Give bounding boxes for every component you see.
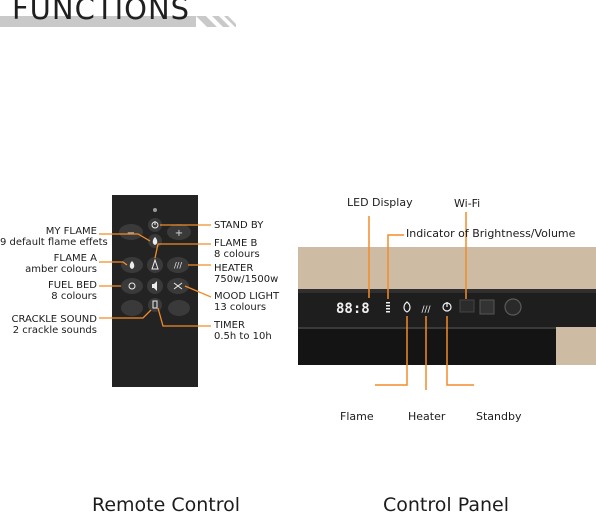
title-stripes [0,16,236,27]
label-mood-light: MOOD LIGHT 13 colours [214,291,279,313]
label-crackle-sound-name: CRACKLE SOUND [11,314,97,325]
panel-speaker [504,298,522,316]
svg-text:///: /// [174,261,182,270]
section-title-bar: FUNCTIONS [0,0,236,28]
label-heater-name: HEATER [214,263,254,274]
label-heater-detail: 750w/1500w [214,274,279,285]
svg-text:+: + [175,228,183,239]
label-flame-a-name: FLAME A [53,253,97,264]
label-fuel-bed: FUEL BED 8 colours [0,280,97,302]
remote-control-illustration: − + /// [99,195,212,387]
brightness-indicator-bars [386,302,390,313]
label-fuel-bed-name: FUEL BED [47,280,97,291]
label-indicator: Indicator of Brightness/Volume [406,227,576,240]
label-flame-a-detail: amber colours [25,264,97,275]
control-panel-illustration: 88:8 /// [298,212,596,390]
label-timer: TIMER 0.5h to 10h [214,320,272,342]
label-my-flame-name: MY FLAME [45,226,97,237]
remote-button-blank-right [168,300,190,316]
label-standby: Standby [476,410,522,423]
label-mood-light-detail: 13 colours [214,302,267,313]
panel-wood-top [298,247,596,289]
label-heater-panel: Heater [408,410,446,423]
label-mood-light-name: MOOD LIGHT [214,291,280,302]
label-heater: HEATER 750w/1500w [214,263,278,285]
caption-remote-control: Remote Control [92,494,241,516]
label-crackle-sound: CRACKLE SOUND 2 crackle sounds [0,314,97,336]
label-stand-by: STAND BY [214,220,263,231]
label-fuel-bed-detail: 8 colours [51,291,97,302]
remote-button-blank-left [121,300,143,316]
panel-wifi-port [479,299,495,315]
remote-button-minus [119,224,143,240]
label-timer-name: TIMER [214,320,245,331]
label-crackle-sound-detail: 2 crackle sounds [12,325,97,336]
label-flame-a: FLAME A amber colours [0,253,97,275]
label-timer-detail: 0.5h to 10h [214,331,272,342]
panel-leader-lines [368,212,474,390]
label-flame: Flame [340,410,374,423]
label-wifi: Wi-Fi [454,197,481,210]
label-led-display: LED Display [347,196,413,209]
panel-fire-area [298,327,556,365]
panel-flame-icon [403,301,411,313]
remote-button-plus [167,224,191,240]
label-my-flame: MY FLAME 9 default flame effets [0,226,108,248]
remote-button-timer [148,298,162,312]
remote-leader-lines [99,224,212,327]
label-flame-b: FLAME B 8 colours [214,238,260,260]
remote-button-fuel-bed [121,278,143,294]
led-display-digits: 88:8 [336,301,370,317]
label-flame-b-detail: 8 colours [214,249,260,260]
panel-heater-icon: /// [421,305,431,315]
label-flame-b-name: FLAME B [214,238,258,249]
caption-control-panel: Control Panel [383,494,509,516]
page-title: FUNCTIONS [12,0,191,26]
remote-led-dot [153,208,157,212]
panel-wifi-module [459,299,475,313]
label-stand-by-name: STAND BY [214,220,264,231]
remote-button-heater [167,257,189,273]
label-my-flame-detail: 9 default flame effets [0,237,108,248]
remote-button-flame-b [147,257,163,273]
